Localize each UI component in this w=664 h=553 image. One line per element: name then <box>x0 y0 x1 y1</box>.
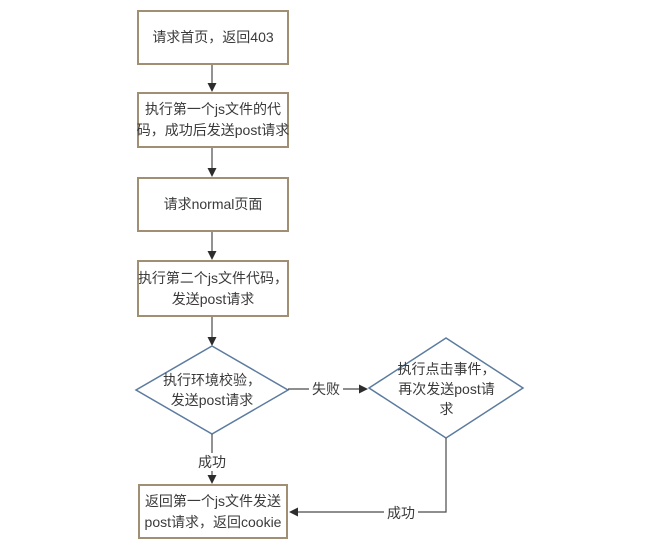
node-text-line: 执行点击事件， <box>397 361 496 377</box>
node-env-check-text: 执行环境校验， 发送post请求 <box>136 370 288 410</box>
node-text-line: 请求首页，返回403 <box>152 29 274 45</box>
node-text-line: 执行第二个js文件代码， <box>137 269 289 286</box>
node-text-line: 发送post请求 <box>170 392 254 408</box>
arrowhead-to-exec-second-js <box>207 251 217 260</box>
node-exec-first-js: 执行第一个js文件的代 码，成功后发送post请求 <box>137 92 289 148</box>
edge-label-fail: 失败 <box>309 380 343 398</box>
node-request-normal: 请求normal页面 <box>137 177 289 232</box>
node-exec-second-js: 执行第二个js文件代码， 发送post请求 <box>137 260 289 317</box>
node-text-line: 求 <box>439 401 454 417</box>
arrowhead-to-click-event <box>359 384 368 394</box>
node-text-line: post请求，返回cookie <box>144 513 282 530</box>
connector-click-event-success-to-return-cookie <box>298 438 447 513</box>
node-text-line: 再次发送post请 <box>398 381 495 397</box>
arrowhead-to-exec-first-js <box>207 83 217 92</box>
arrowhead-to-env-check <box>207 337 217 346</box>
node-return-cookie: 返回第一个js文件发送 post请求，返回cookie <box>138 484 288 539</box>
edge-label-success-left: 成功 <box>195 453 229 471</box>
arrowhead-to-return-cookie-top <box>207 475 217 484</box>
node-text-line: 返回第一个js文件发送 <box>144 492 282 509</box>
node-text-line: 发送post请求 <box>171 290 255 307</box>
arrowhead-to-request-normal <box>207 168 217 177</box>
node-request-home: 请求首页，返回403 <box>137 10 289 65</box>
node-text-line: 请求normal页面 <box>163 196 263 212</box>
arrowhead-to-return-cookie-right <box>289 507 298 517</box>
edge-label-success-right: 成功 <box>384 504 418 522</box>
node-text-line: 执行环境校验， <box>163 372 261 388</box>
node-click-event-text: 执行点击事件， 再次发送post请 求 <box>378 359 515 419</box>
node-text-line: 码，成功后发送post请求 <box>136 122 290 138</box>
node-text-line: 执行第一个js文件的代 <box>144 101 282 117</box>
